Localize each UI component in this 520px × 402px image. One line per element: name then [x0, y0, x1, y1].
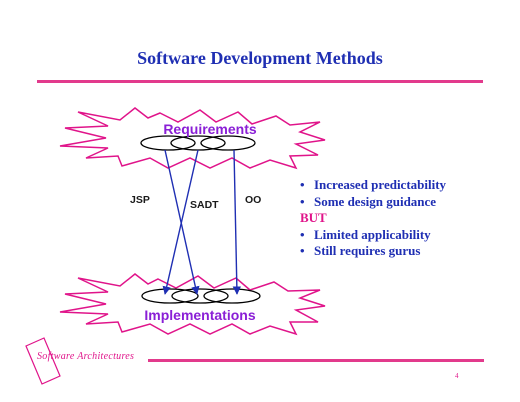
implementations-starburst: [59, 273, 326, 336]
implementations-label: Implementations: [144, 307, 255, 323]
bullet-list: •Increased predictability •Some design g…: [300, 177, 446, 260]
requirements-ellipse-1: [140, 135, 196, 151]
implementation-ellipse-1: [141, 288, 199, 304]
sadt-label: SADT: [190, 199, 219, 211]
footer-logo-box: [25, 337, 61, 385]
oo-label: OO: [245, 194, 261, 206]
footer-course-name: Software Architectures: [37, 351, 135, 362]
requirements-label: Requirements: [163, 121, 257, 137]
page-number: 4: [455, 372, 459, 380]
requirements-starburst: [59, 107, 326, 170]
implementation-ellipse-3: [203, 288, 261, 304]
but-label: BUT: [300, 210, 327, 226]
implementation-ellipse-2: [171, 288, 229, 304]
requirements-ellipse-2: [170, 135, 226, 151]
sadt-arrow: [164, 149, 200, 295]
bullet-item-3: •Limited applicability: [300, 226, 431, 242]
footer-rule: [148, 359, 484, 362]
bullet-item-2: •Some design guidance: [300, 193, 437, 209]
bullet-item-4: •Still requires gurus: [300, 243, 421, 259]
title-rule: [37, 80, 483, 83]
slide-title: Software Development Methods: [137, 48, 383, 68]
bullet-item-1: •Increased predictability: [300, 177, 447, 192]
requirements-ellipse-3: [200, 135, 256, 151]
oo-arrow: [232, 149, 242, 295]
jsp-label: JSP: [130, 194, 150, 206]
